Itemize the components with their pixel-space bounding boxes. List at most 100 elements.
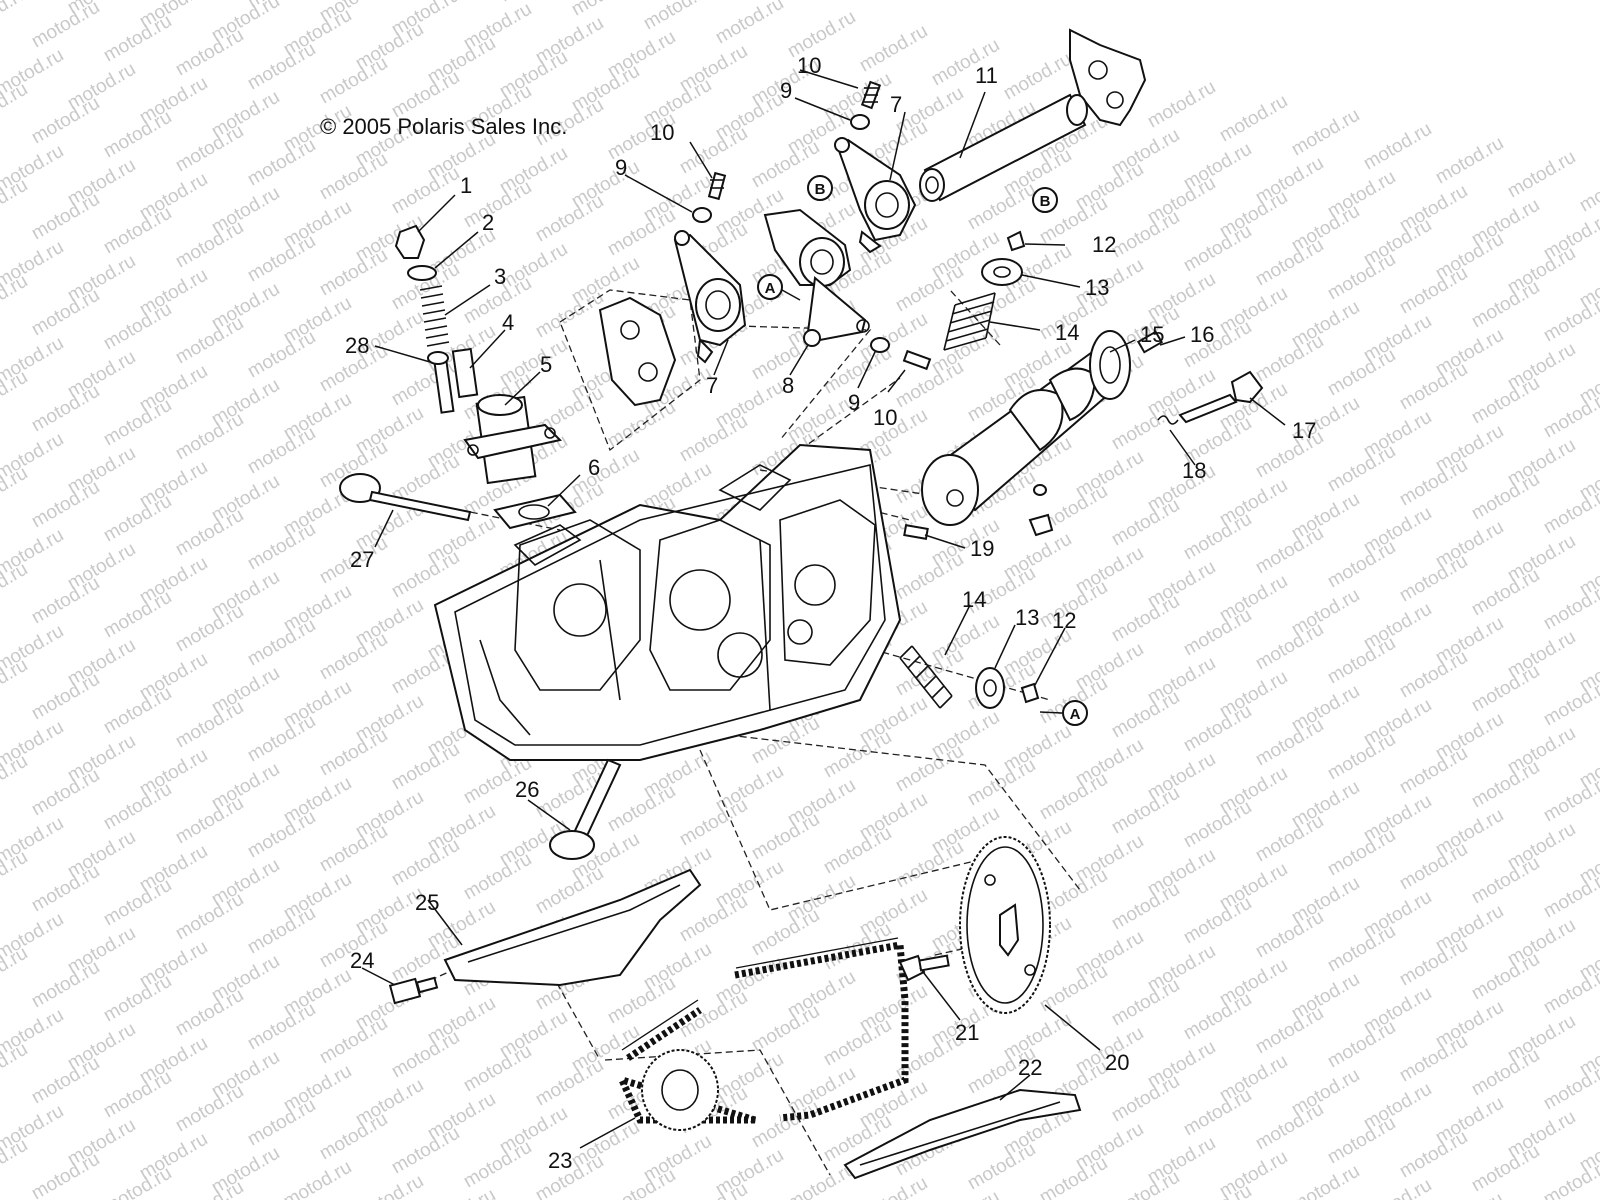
tensioner-washer <box>407 265 437 281</box>
callout-21: 21 <box>955 1020 979 1045</box>
callout-10a: 10 <box>797 53 821 78</box>
svg-text:A: A <box>1070 706 1081 723</box>
callout-26: 26 <box>515 777 539 802</box>
callout-labels: 1 2 3 4 5 6 7 7 8 9 9 9 10 10 10 11 12 1… <box>345 53 1316 1173</box>
watermark-text: motod.ru <box>1540 963 1600 1019</box>
watermark-text: motod.ru <box>712 0 787 48</box>
callout-9b: 9 <box>615 155 627 180</box>
tensioner-spring <box>419 285 450 347</box>
watermark-text: motod.ru <box>1288 105 1363 161</box>
watermark-text: motod.ru <box>784 7 859 63</box>
rocker-arm-center <box>763 208 870 347</box>
callout-7a: 7 <box>890 92 902 117</box>
watermark-text: motod.ru <box>1360 1175 1435 1200</box>
crank-sprocket <box>641 1049 719 1131</box>
callout-18: 18 <box>1182 458 1206 483</box>
decompression-lever <box>1178 370 1264 424</box>
watermark-text: motod.ru <box>1540 483 1600 539</box>
leader-lines <box>361 69 1286 1149</box>
callout-25: 25 <box>415 890 439 915</box>
callout-28: 28 <box>345 333 369 358</box>
tensioner-bolt <box>394 224 426 259</box>
valve-intake <box>339 473 472 522</box>
watermark-text: motod.ru <box>0 175 31 231</box>
reference-marker-b-right: B <box>1032 187 1058 213</box>
watermark-text: motod.ru <box>1540 867 1600 923</box>
callout-17: 17 <box>1292 418 1316 443</box>
chain-guide-lower <box>843 1088 1082 1180</box>
watermark-text: motod.ru <box>0 655 31 711</box>
watermark-text: motod.ru <box>1000 49 1075 105</box>
callout-27: 27 <box>350 547 374 572</box>
callout-24: 24 <box>350 948 374 973</box>
cam-sprocket <box>959 836 1051 1014</box>
decompression-pin <box>1136 330 1164 354</box>
callout-13a: 13 <box>1085 275 1109 300</box>
watermark-text: motod.ru <box>280 1157 355 1200</box>
watermark-text: motod.ru <box>1216 91 1291 147</box>
watermark-text: motod.ru <box>1540 579 1600 635</box>
watermark-text: motod.ru <box>1432 1189 1507 1200</box>
watermark-text: motod.ru <box>0 1135 31 1191</box>
rocker-shaft <box>919 93 1088 202</box>
valve-keeper-top <box>1006 230 1026 252</box>
callout-10c: 10 <box>873 405 897 430</box>
watermark-text: motod.ru <box>352 1171 427 1200</box>
svg-text:B: B <box>1040 193 1051 210</box>
watermark-text: motod.ru <box>1576 161 1600 217</box>
cylinder-head <box>433 443 902 761</box>
watermark-text: motod.ru <box>0 751 31 807</box>
tensioner-mount-bolt <box>427 351 455 414</box>
callout-20: 20 <box>1105 1050 1129 1075</box>
callout-2: 2 <box>482 210 494 235</box>
callout-10b: 10 <box>650 120 674 145</box>
valve-spring-lower <box>899 645 953 709</box>
callout-3: 3 <box>494 264 506 289</box>
watermark-text: motod.ru <box>0 943 31 999</box>
rocker-arm-left <box>673 230 747 364</box>
rocker-arm-right <box>834 137 917 254</box>
callout-14b: 14 <box>962 587 986 612</box>
watermark-text: motod.ru <box>1360 119 1435 175</box>
spring-retainer-lower <box>975 667 1005 709</box>
lock-nut-lower <box>870 337 890 353</box>
watermark-text: motod.ru <box>0 463 31 519</box>
dowel-pin <box>903 524 929 540</box>
watermark-text: motod.ru <box>1540 771 1600 827</box>
adjuster-screw-upper <box>860 80 882 110</box>
watermark-text: motod.ru <box>1540 291 1600 347</box>
watermark-text: motod.ru <box>0 79 31 135</box>
watermark-text: motod.ru <box>0 847 31 903</box>
tensioner-body <box>463 394 562 485</box>
svg-text:B: B <box>815 181 826 198</box>
rocker-bracket-left <box>598 296 677 407</box>
reference-marker-b-upper: B <box>807 175 833 201</box>
watermark-text: motod.ru <box>928 1187 1003 1200</box>
reference-marker-a-lower: A <box>1062 700 1088 726</box>
reference-marker-a-upper: A <box>757 274 783 300</box>
adjuster-screw-left <box>707 171 727 201</box>
callout-4: 4 <box>502 310 514 335</box>
spring-retainer-top <box>981 258 1023 286</box>
callout-23: 23 <box>548 1148 572 1173</box>
watermark-text: motod.ru <box>856 1173 931 1200</box>
watermark-text: motod.ru <box>1144 77 1219 133</box>
watermark-text: motod.ru <box>1432 133 1507 189</box>
callout-5: 5 <box>540 352 552 377</box>
watermark-text: motod.ru <box>1540 675 1600 731</box>
watermark-text: motod.ru <box>0 271 31 327</box>
callout-1: 1 <box>460 173 472 198</box>
watermark-text: motod.ru <box>1540 1059 1600 1115</box>
tensioner-plunger <box>451 347 479 399</box>
valve-spring-top <box>943 292 996 351</box>
callout-12b: 12 <box>1052 608 1076 633</box>
valve-keeper-lower <box>1020 682 1040 704</box>
watermark-text: motod.ru <box>1504 147 1579 203</box>
callout-13b: 13 <box>1015 605 1039 630</box>
rocker-bracket-right <box>1069 28 1147 127</box>
callout-6: 6 <box>588 455 600 480</box>
watermark-text: motod.ru <box>496 0 571 6</box>
watermark-text: motod.ru <box>1540 387 1600 443</box>
watermark-text: motod.ru <box>28 0 103 52</box>
